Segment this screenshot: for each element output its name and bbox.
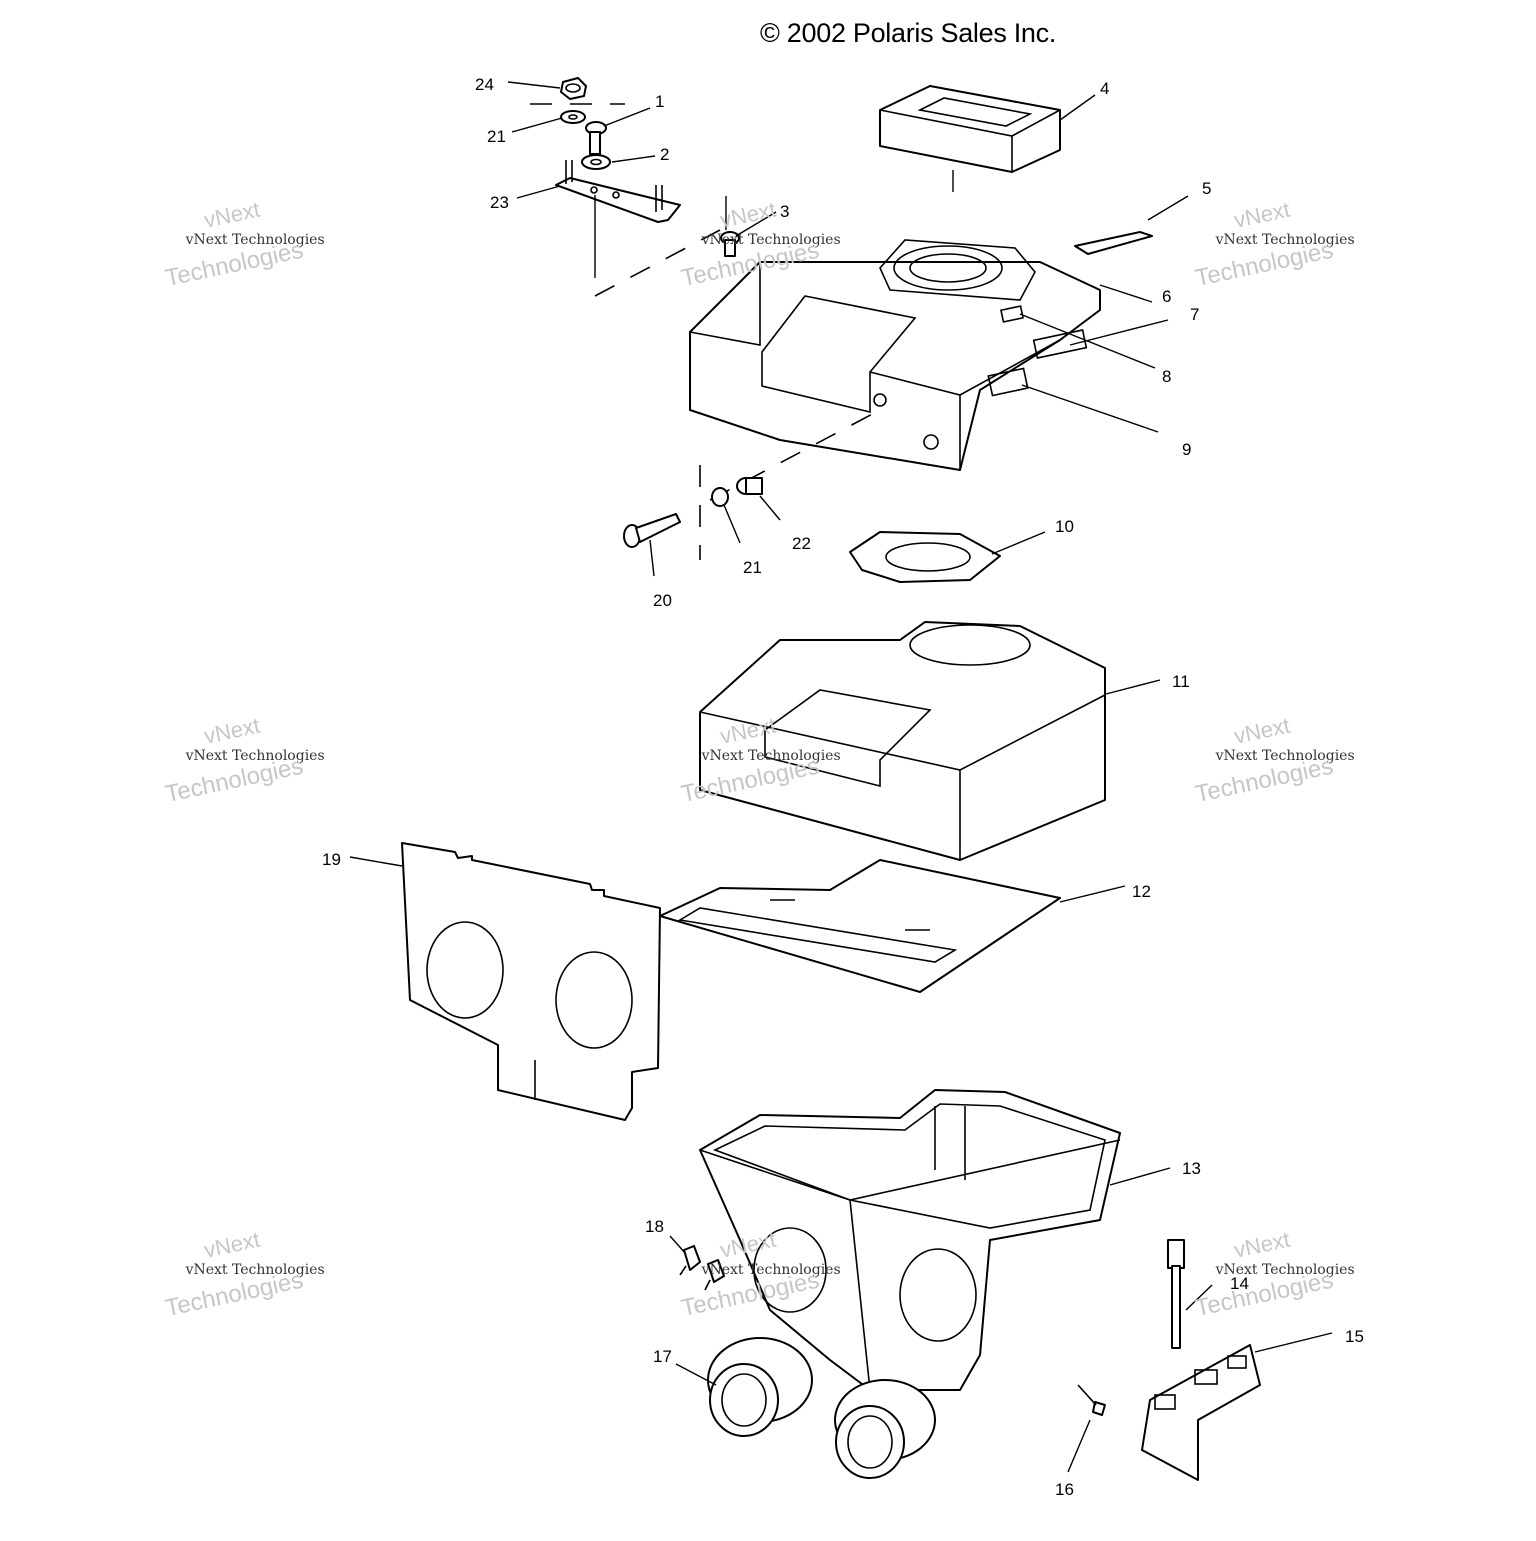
part-2-washer xyxy=(581,154,611,170)
callout-16: 16 xyxy=(1055,1480,1074,1499)
part-12-gasket xyxy=(659,859,1061,993)
callout-12: 12 xyxy=(1132,882,1151,901)
callout-8: 8 xyxy=(1162,367,1172,386)
callout-13: 13 xyxy=(1182,1159,1201,1178)
callout-leader-lines xyxy=(349,81,1333,1473)
callout-21-lower: 21 xyxy=(743,558,762,577)
part-4-foam-block xyxy=(879,85,1061,173)
part-13-airbox xyxy=(699,1089,1121,1391)
callout-5: 5 xyxy=(1202,179,1212,198)
part-6-top-cover xyxy=(689,239,1101,471)
part-19-front-plate xyxy=(401,842,661,1121)
part-20-bolt xyxy=(623,513,681,548)
callout-1: 1 xyxy=(655,92,665,111)
callout-10: 10 xyxy=(1055,517,1074,536)
callout-21: 21 xyxy=(487,127,506,146)
part-22-grommet xyxy=(736,477,763,495)
callout-23: 23 xyxy=(490,193,509,212)
part-24-nut xyxy=(560,77,587,100)
part-23-bracket xyxy=(555,160,681,223)
part-17-boot-left xyxy=(707,1337,813,1437)
callout-4: 4 xyxy=(1100,79,1110,98)
callout-11: 11 xyxy=(1172,672,1190,691)
part-5-strip xyxy=(1074,231,1153,255)
copyright-notice: © 2002 Polaris Sales Inc. xyxy=(760,18,1057,48)
callout-18: 18 xyxy=(645,1217,664,1236)
part-11-filter xyxy=(699,621,1106,861)
part-21-washer-lower xyxy=(711,487,729,507)
callout-6: 6 xyxy=(1162,287,1172,306)
callout-3: 3 xyxy=(780,202,790,221)
part-16-pin xyxy=(1077,1384,1106,1416)
part-3-bolt xyxy=(720,231,740,257)
callout-2: 2 xyxy=(660,145,670,164)
part-18-fittings xyxy=(679,1245,725,1291)
callout-22: 22 xyxy=(792,534,811,553)
callout-14: 14 xyxy=(1230,1274,1249,1293)
callout-19: 19 xyxy=(322,850,341,869)
callout-24: 24 xyxy=(475,75,494,94)
callout-17: 17 xyxy=(653,1347,672,1366)
part-1-screw xyxy=(585,121,607,155)
callout-20: 20 xyxy=(653,591,672,610)
part-17-boot-right xyxy=(834,1379,936,1479)
callout-15: 15 xyxy=(1345,1327,1364,1346)
part-15-bracket xyxy=(1141,1344,1261,1481)
part-14-strap xyxy=(1167,1239,1185,1349)
part-21-washer-top xyxy=(560,110,586,124)
callout-7: 7 xyxy=(1190,305,1200,324)
callout-9: 9 xyxy=(1182,440,1192,459)
part-10-seal xyxy=(849,531,1001,583)
